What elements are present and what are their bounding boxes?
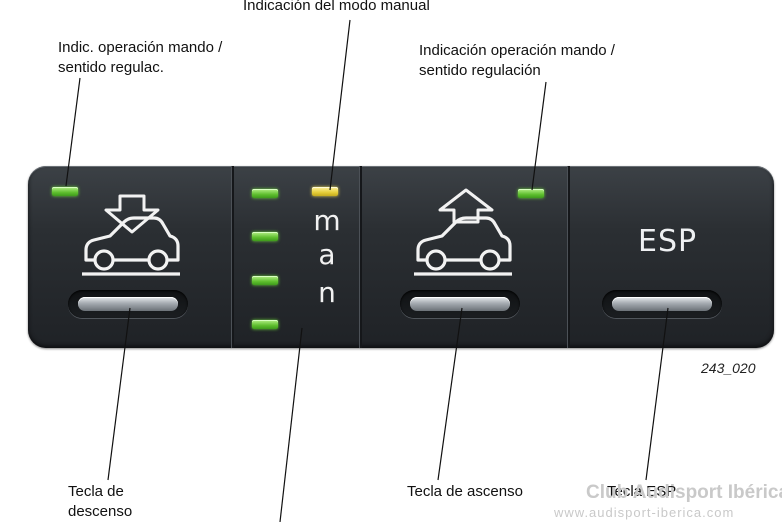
lower-key-label-line1: Tecla de (68, 483, 124, 500)
left-indicator-label: Indic. operación mando / sentido regulac… (58, 38, 222, 78)
watermark-url: www.audisport-iberica.com (554, 505, 735, 520)
right-indicator-label-line1: Indicación operación mando / (419, 42, 615, 59)
left-indicator-label-line2: sentido regulac. (58, 59, 164, 76)
man-led-4 (252, 320, 278, 329)
control-panel: m a n ESP (28, 166, 774, 348)
esp-key[interactable] (602, 290, 722, 318)
left-indicator-label-line1: Indic. operación mando / (58, 39, 223, 56)
segment-lower (28, 166, 234, 348)
man-led-2 (252, 232, 278, 241)
lower-key-label: Tecla de descenso (68, 482, 132, 522)
right-indicator-label: Indicación operación mando / sentido reg… (419, 41, 615, 81)
man-letter-a: a (318, 238, 336, 271)
segment-raise (362, 166, 570, 348)
watermark: Club Audisport Ibérica (538, 482, 782, 504)
left-indicator-led (52, 187, 78, 196)
segment-man (234, 166, 362, 348)
lower-key[interactable] (68, 290, 188, 318)
arrow-up-icon (438, 188, 494, 224)
manual-mode-label: Indicación del modo manual (243, 0, 430, 14)
man-letter-m: m (313, 204, 341, 237)
arrow-down-icon (104, 194, 160, 234)
watermark-url-wrap: www.audisport-iberica.com (554, 505, 734, 520)
car-lower-icon (82, 194, 180, 276)
esp-key-label: Tecla ESP (607, 483, 677, 500)
right-indicator-label-line2: sentido regulación (419, 62, 541, 79)
leader-man-segment (279, 327, 303, 522)
lower-key-label-line2: descenso (68, 503, 133, 520)
figure-id: 243_020 (701, 360, 756, 376)
right-indicator-led (518, 189, 544, 198)
esp-label: ESP (638, 224, 698, 259)
raise-key[interactable] (400, 290, 520, 318)
man-led-3 (252, 276, 278, 285)
manual-mode-led (312, 187, 338, 196)
watermark-title: Club Audisport Ibérica (586, 482, 782, 503)
man-led-1 (252, 189, 278, 198)
leader-manual-mode (329, 19, 351, 191)
car-raise-icon (414, 188, 512, 276)
man-letter-n: n (318, 276, 336, 309)
raise-key-label: Tecla de ascenso (407, 483, 523, 500)
